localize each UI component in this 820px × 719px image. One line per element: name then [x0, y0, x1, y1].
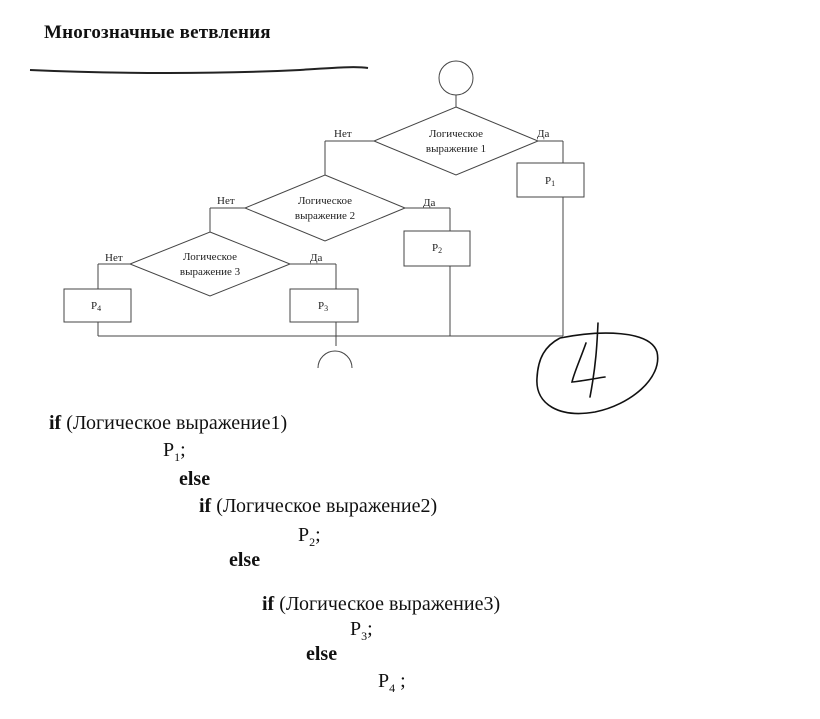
process-p4-label: P4: [91, 300, 101, 313]
decision-2-line1: Логическое: [298, 195, 352, 207]
process-p2: [403, 230, 471, 267]
decision-3-yes-label: Да: [310, 252, 323, 264]
decision-3: [128, 231, 292, 297]
code-line-p2: P2;: [298, 524, 321, 549]
code-line-else2: else: [229, 549, 261, 571]
process-p2-label: P2: [432, 242, 442, 255]
code-condition-2: (Логическое выражение2): [211, 495, 438, 517]
decision-3-no-label: Нет: [105, 252, 123, 264]
process-p3: [289, 288, 359, 323]
code-line-if1: if (Логическое выражение1): [49, 412, 287, 435]
code-line-if3: if (Логическое выражение3): [262, 593, 500, 616]
code-line-p3: P3;: [350, 618, 373, 643]
code-line-p1: P1;: [163, 439, 186, 464]
page-title: Многозначные ветвления: [44, 22, 271, 43]
handwritten-circle: [536, 332, 659, 415]
decision-3-line1: Логическое: [183, 251, 237, 263]
code-condition-3: (Логическое выражение3): [274, 593, 501, 615]
start-terminal: [438, 60, 474, 96]
code-line-if2: if (Логическое выражение2): [199, 495, 437, 518]
process-p3-label: P3: [318, 300, 328, 313]
decision-2-no-label: Нет: [217, 195, 235, 207]
decision-2-line2: выражение 2: [295, 210, 355, 222]
code-keyword-if: if: [199, 495, 212, 517]
code-condition-1: (Логическое выражение1): [61, 412, 288, 434]
handwritten-annotation-text: 4: [0, 0, 1, 1]
decision-1: [372, 106, 540, 176]
process-p4: [63, 288, 132, 323]
decision-1-no-label: Нет: [334, 128, 352, 140]
decision-2-yes-label: Да: [423, 197, 436, 209]
decision-1-line1: Логическое: [429, 128, 483, 140]
code-line-p4: P4 ;: [378, 670, 406, 695]
decision-1-line2: выражение 1: [426, 143, 486, 155]
handwritten-4-glyph: [570, 322, 606, 398]
code-line-else1: else: [179, 468, 211, 490]
underline-stroke: [29, 66, 369, 74]
decision-3-line2: выражение 3: [180, 266, 241, 278]
end-terminal: [317, 350, 353, 369]
code-line-else3: else: [306, 643, 338, 665]
code-keyword-if: if: [49, 412, 62, 434]
decision-2: [243, 174, 407, 242]
process-p1-label: P1: [545, 175, 555, 188]
decision-1-yes-label: Да: [537, 128, 550, 140]
code-keyword-if: if: [262, 593, 275, 615]
process-p1: [516, 162, 585, 198]
